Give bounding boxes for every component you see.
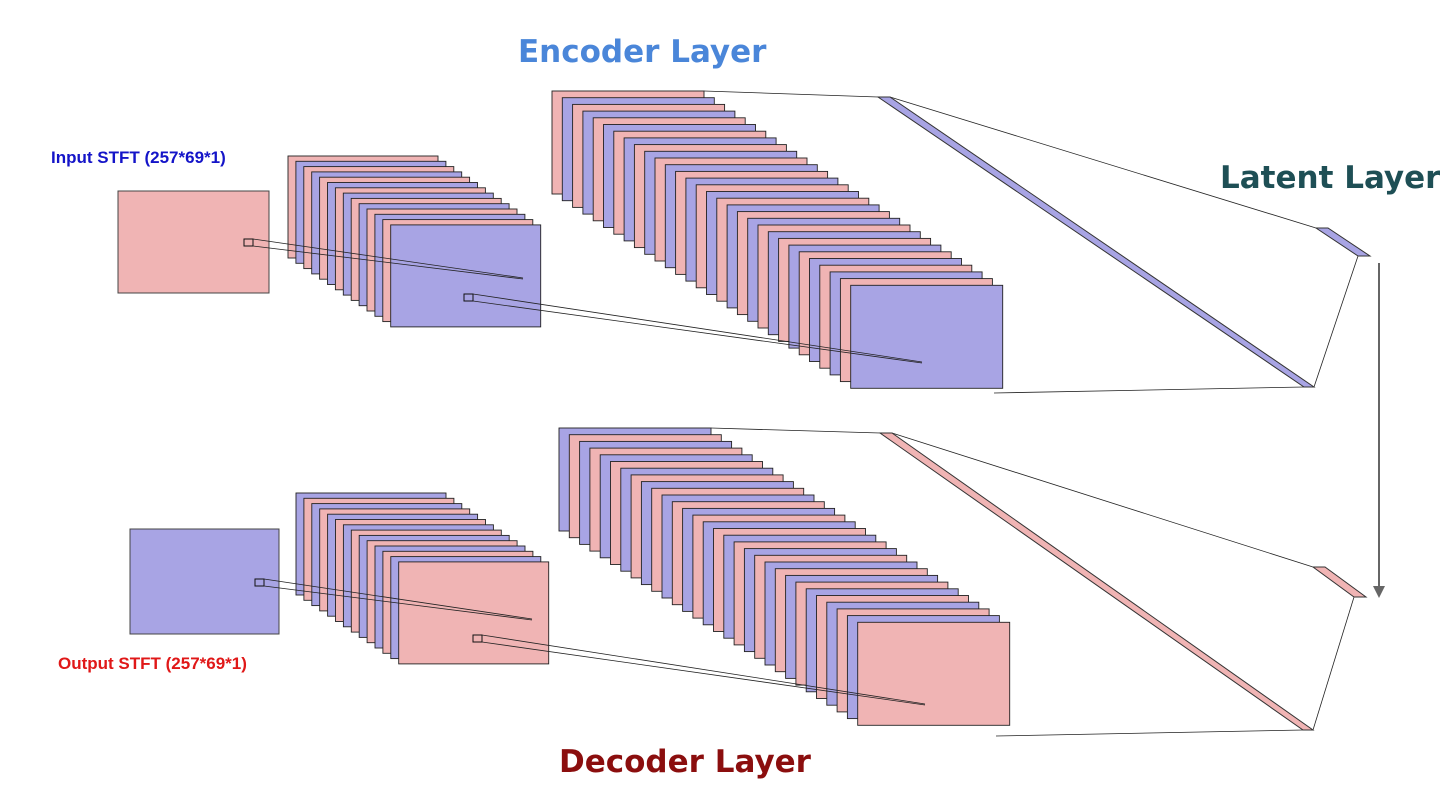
- connection-line: [263, 585, 533, 621]
- latent-bar-decoder: [1311, 566, 1368, 598]
- latent-arrow-head: [1373, 586, 1385, 598]
- connection-line: [1313, 255, 1359, 388]
- connection-line: [993, 386, 1305, 394]
- connection-line: [252, 245, 524, 280]
- encoder-conv1-stack-map: [390, 224, 542, 328]
- connection-line: [995, 729, 1304, 737]
- connection-line: [263, 578, 533, 620]
- output-stft-label: Output STFT (257*69*1): [58, 654, 247, 673]
- encoder-layer-title: Encoder Layer: [518, 34, 767, 70]
- decoder-conv2-stack: [558, 427, 1011, 726]
- connection-lines: [243, 90, 1359, 737]
- input-stft-map: [117, 190, 270, 294]
- decoder-conv1-stack: [295, 492, 550, 665]
- connection-line: [1312, 596, 1355, 731]
- decoder-dense-slab: [878, 432, 1315, 731]
- connection-line: [252, 238, 524, 279]
- connection-line: [481, 641, 926, 706]
- latent-layer-group: [876, 96, 1385, 731]
- connection-line: [710, 427, 881, 434]
- connection-line: [891, 432, 1314, 568]
- receptive-field-box: [463, 293, 474, 302]
- latent-layer-title: Latent Layer: [1220, 160, 1440, 196]
- connection-line: [703, 90, 879, 98]
- encoder-conv2-stack-map: [850, 284, 1004, 389]
- receptive-field-box: [254, 578, 265, 587]
- input-stft-label: Input STFT (257*69*1): [51, 148, 226, 167]
- receptive-field-box: [472, 634, 483, 643]
- encoder-dense-slab: [876, 96, 1316, 388]
- connection-line: [472, 293, 923, 363]
- decoder-conv2-stack-map: [857, 621, 1011, 726]
- receptive-field-box: [243, 238, 254, 247]
- connection-line: [889, 96, 1317, 229]
- connection-line: [472, 300, 923, 364]
- latent-bar-encoder: [1314, 227, 1372, 257]
- connection-line: [481, 634, 926, 705]
- decoder-layer-title: Decoder Layer: [559, 744, 811, 780]
- feature-map-stacks: [117, 90, 1011, 726]
- encoder-conv2-stack: [551, 90, 1004, 389]
- encoder-conv1-stack: [287, 155, 542, 328]
- output-stft-map: [129, 528, 280, 635]
